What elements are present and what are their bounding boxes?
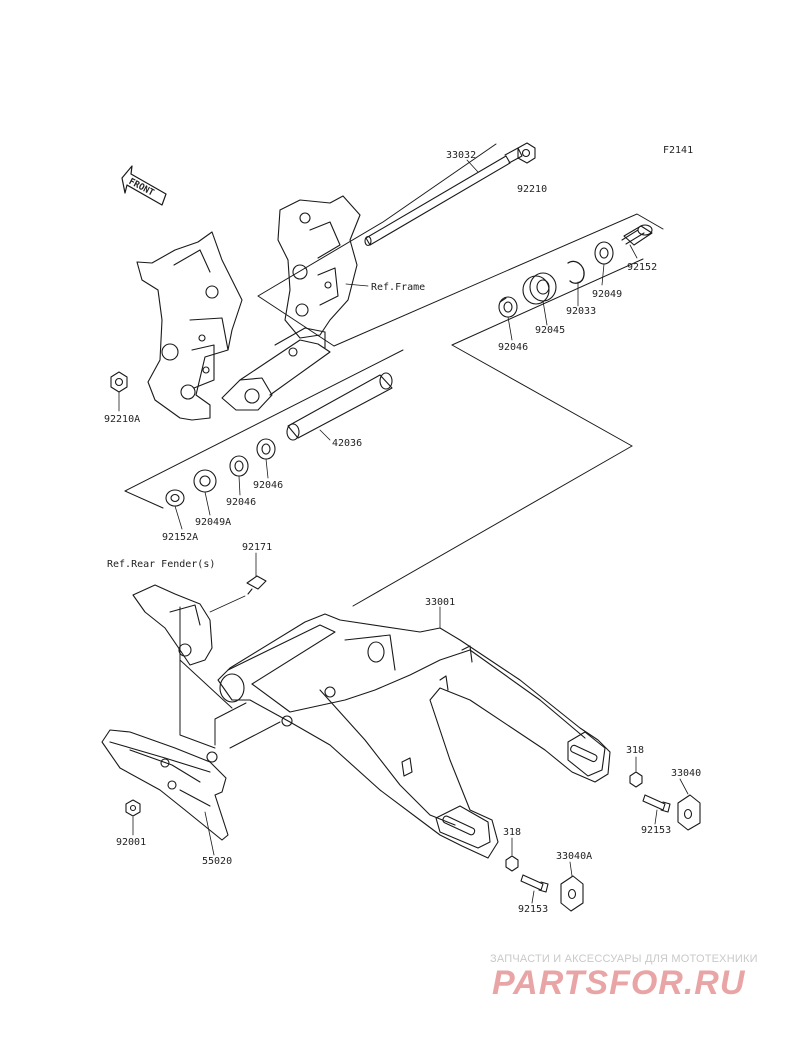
watermark-logo: PARTSFOR.RU (492, 964, 746, 1002)
frame-right-plate (277, 195, 361, 339)
part-label-33001: 33001 (425, 597, 456, 608)
nut-318-lower (505, 855, 519, 872)
part-label-92210a: 92210A (104, 414, 141, 425)
seal-92049 (594, 241, 614, 265)
leader-lines (118, 159, 689, 904)
part-label-318-upper: 318 (626, 745, 645, 756)
part-label-92210: 92210 (517, 184, 548, 195)
nut-92001 (125, 799, 141, 817)
diagram-code: F2141 (663, 145, 694, 156)
part-label-92045: 92045 (535, 325, 566, 336)
watermark-tagline: ЗАПЧАСТИ И АКСЕССУАРЫ ДЛЯ МОТОТЕХНИКИ (490, 953, 758, 965)
block-33040 (677, 794, 701, 831)
sleeve-42036 (286, 372, 393, 441)
part-label-33032: 33032 (446, 150, 477, 161)
seal-92049a (193, 469, 217, 493)
part-label-92049a: 92049A (195, 517, 232, 528)
block-33040a (560, 875, 584, 912)
part-label-33040a: 33040A (556, 851, 593, 862)
part-label-92152a: 92152A (162, 532, 199, 543)
part-label-92049: 92049 (592, 289, 623, 300)
collar-92152 (621, 224, 653, 246)
collar-92152a (165, 489, 185, 507)
part-label-92152: 92152 (627, 262, 658, 273)
bolt-92153-upper (642, 794, 671, 813)
frame-cross-tube (221, 327, 331, 411)
part-label-318-lower: 318 (503, 827, 522, 838)
pivot-shaft-33032 (364, 147, 523, 247)
bearing-92046-upper (498, 296, 518, 318)
bearing-92045 (522, 272, 557, 305)
ref-rear-fender-label: Ref.Rear Fender(s) (107, 559, 216, 570)
part-label-92001: 92001 (116, 837, 147, 848)
bearing-92046-low (229, 455, 249, 477)
swingarm-33001 (217, 613, 611, 859)
part-label-92046-low: 92046 (226, 497, 257, 508)
part-label-92033: 92033 (566, 306, 597, 317)
bolt-92153-lower (520, 874, 549, 893)
part-label-55020: 55020 (202, 856, 233, 867)
part-label-92153-lower: 92153 (518, 904, 549, 915)
nut-92210a (110, 371, 128, 393)
part-label-92171: 92171 (242, 542, 273, 553)
part-label-42036: 42036 (332, 438, 363, 449)
group-bracket-lines (124, 143, 664, 749)
nut-92210 (517, 142, 536, 164)
nut-318-upper (629, 771, 643, 788)
part-label-92046-upper: 92046 (498, 342, 529, 353)
part-label-33040: 33040 (671, 768, 702, 779)
bearing-92046-mid (256, 438, 276, 460)
frame-left-plate (136, 231, 243, 421)
rear-fender-ref (132, 584, 213, 666)
ref-frame-label: Ref.Frame (371, 282, 426, 293)
circlip-92033 (567, 260, 585, 284)
chain-guard-55020 (101, 729, 229, 841)
part-label-92046-mid: 92046 (253, 480, 284, 491)
clamp-92171 (246, 575, 267, 595)
front-arrow-icon (121, 165, 167, 206)
part-label-92153-upper: 92153 (641, 825, 672, 836)
